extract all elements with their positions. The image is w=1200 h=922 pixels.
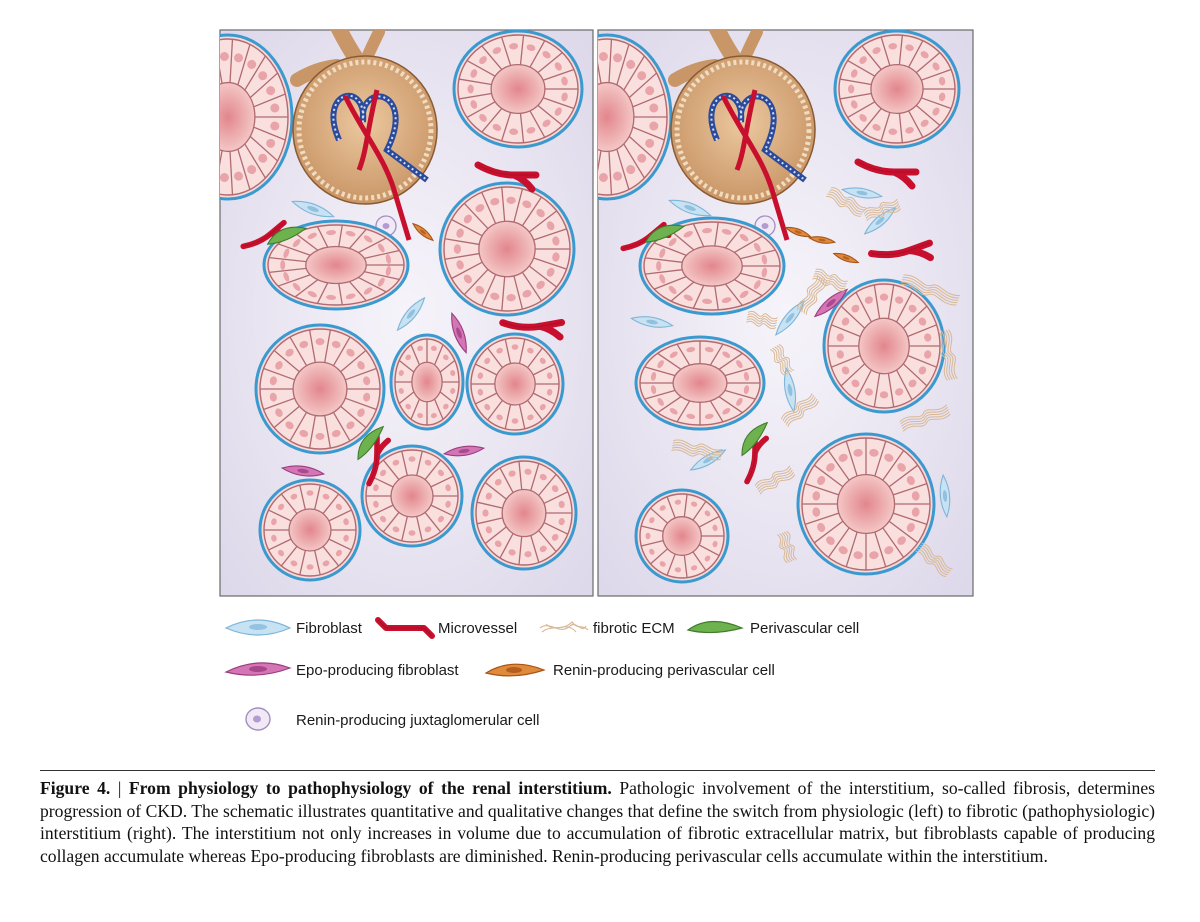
tubule (465, 332, 565, 436)
legend-epo-fibroblast: Epo-producing fibroblast (224, 662, 459, 679)
fibroblast (840, 187, 884, 199)
fibroblast (939, 473, 951, 519)
fibrotic-ecm (862, 198, 902, 222)
microvessel (744, 432, 770, 485)
glomerulus (290, 30, 438, 241)
tubule (389, 333, 465, 431)
microvessel (854, 158, 920, 190)
legend-fibrotic-ecm-label: fibrotic ECM (593, 620, 675, 637)
epo-fibroblast (451, 311, 467, 355)
tubule (438, 181, 576, 317)
legend-microvessel: Microvessel (375, 617, 517, 639)
legend-fibroblast-label: Fibroblast (296, 620, 363, 637)
legend-renin-perivascular-label: Renin-producing perivascular cell (553, 662, 775, 679)
microvessel (499, 318, 566, 341)
microvessel (868, 239, 934, 262)
perivascular-cell (741, 421, 769, 457)
panel-fibrotic (597, 29, 974, 597)
fibrotic-ecm (797, 275, 827, 315)
legend-fibroblast: Fibroblast (224, 619, 363, 637)
fibroblast (629, 316, 675, 328)
tubule (360, 444, 464, 548)
renin-perivascular-cell (411, 222, 435, 242)
legend-fibrotic-ecm: fibrotic ECM (539, 620, 675, 637)
epo-fibroblast (280, 465, 326, 477)
legend: Fibroblast Microvessel fibrotic ECM Peri… (224, 617, 859, 731)
legend-epo-fibroblast-label: Epo-producing fibroblast (296, 662, 459, 679)
tubule (634, 335, 766, 431)
renin-perivascular-cell (807, 236, 837, 244)
fibroblast (668, 199, 712, 217)
legend-renin-jg: Renin-producing juxtaglomerular cell (245, 707, 539, 731)
fibrotic-ecm (746, 310, 778, 330)
tubule (822, 278, 946, 414)
tubule (833, 30, 961, 149)
fibroblast (783, 366, 797, 414)
fibroblast (291, 200, 335, 218)
glomerulus (668, 30, 816, 241)
tubule (262, 219, 410, 311)
perivascular-cell (644, 224, 686, 243)
perivascular-cell (266, 226, 308, 245)
fibrotic-ecm (899, 404, 951, 432)
tubule (598, 33, 673, 201)
figure-caption: Figure 4. | From physiology to pathophys… (40, 770, 1155, 867)
fibrotic-ecm (900, 274, 960, 306)
legend-renin-jg-label: Renin-producing juxtaglomerular cell (296, 712, 539, 729)
legend-microvessel-label: Microvessel (438, 620, 517, 637)
fibroblast (774, 300, 806, 336)
fibroblast (863, 207, 897, 235)
tubule (220, 33, 294, 201)
legend-renin-perivascular: Renin-producing perivascular cell (484, 662, 775, 679)
fibrotic-ecm (776, 530, 798, 564)
caption-title: From physiology to pathophysiology of th… (128, 778, 612, 798)
tubule (452, 30, 584, 149)
tubule (796, 432, 936, 576)
renin-perivascular-cell (784, 226, 812, 238)
legend-perivascular-cell-label: Perivascular cell (750, 620, 859, 637)
caption-separator: | (110, 778, 129, 798)
microvessel (474, 161, 540, 193)
fibroblast (396, 296, 426, 332)
panel-physiologic (219, 29, 594, 597)
legend-perivascular-cell: Perivascular cell (686, 620, 859, 637)
epo-fibroblast (813, 288, 849, 318)
fibrotic-ecm (938, 329, 958, 381)
fibrotic-ecm (671, 439, 723, 461)
tubule (470, 455, 578, 571)
perivascular-cell (357, 425, 385, 461)
microvessel (366, 434, 392, 487)
fibrotic-ecm (754, 465, 796, 495)
caption-body: Pathologic involvement of the interstiti… (40, 778, 1155, 866)
fibrotic-ecm (915, 542, 953, 578)
fibrotic-ecm (812, 268, 848, 292)
tubule (638, 216, 786, 316)
renin-perivascular-cell (832, 252, 860, 264)
fibrotic-ecm (826, 187, 866, 217)
fibrotic-ecm (780, 393, 820, 427)
tubule (634, 488, 730, 584)
fibrotic-ecm (769, 344, 795, 376)
tubule (258, 478, 362, 582)
caption-label: Figure 4. (40, 778, 111, 798)
epo-fibroblast (442, 445, 486, 457)
tubule (254, 323, 386, 455)
